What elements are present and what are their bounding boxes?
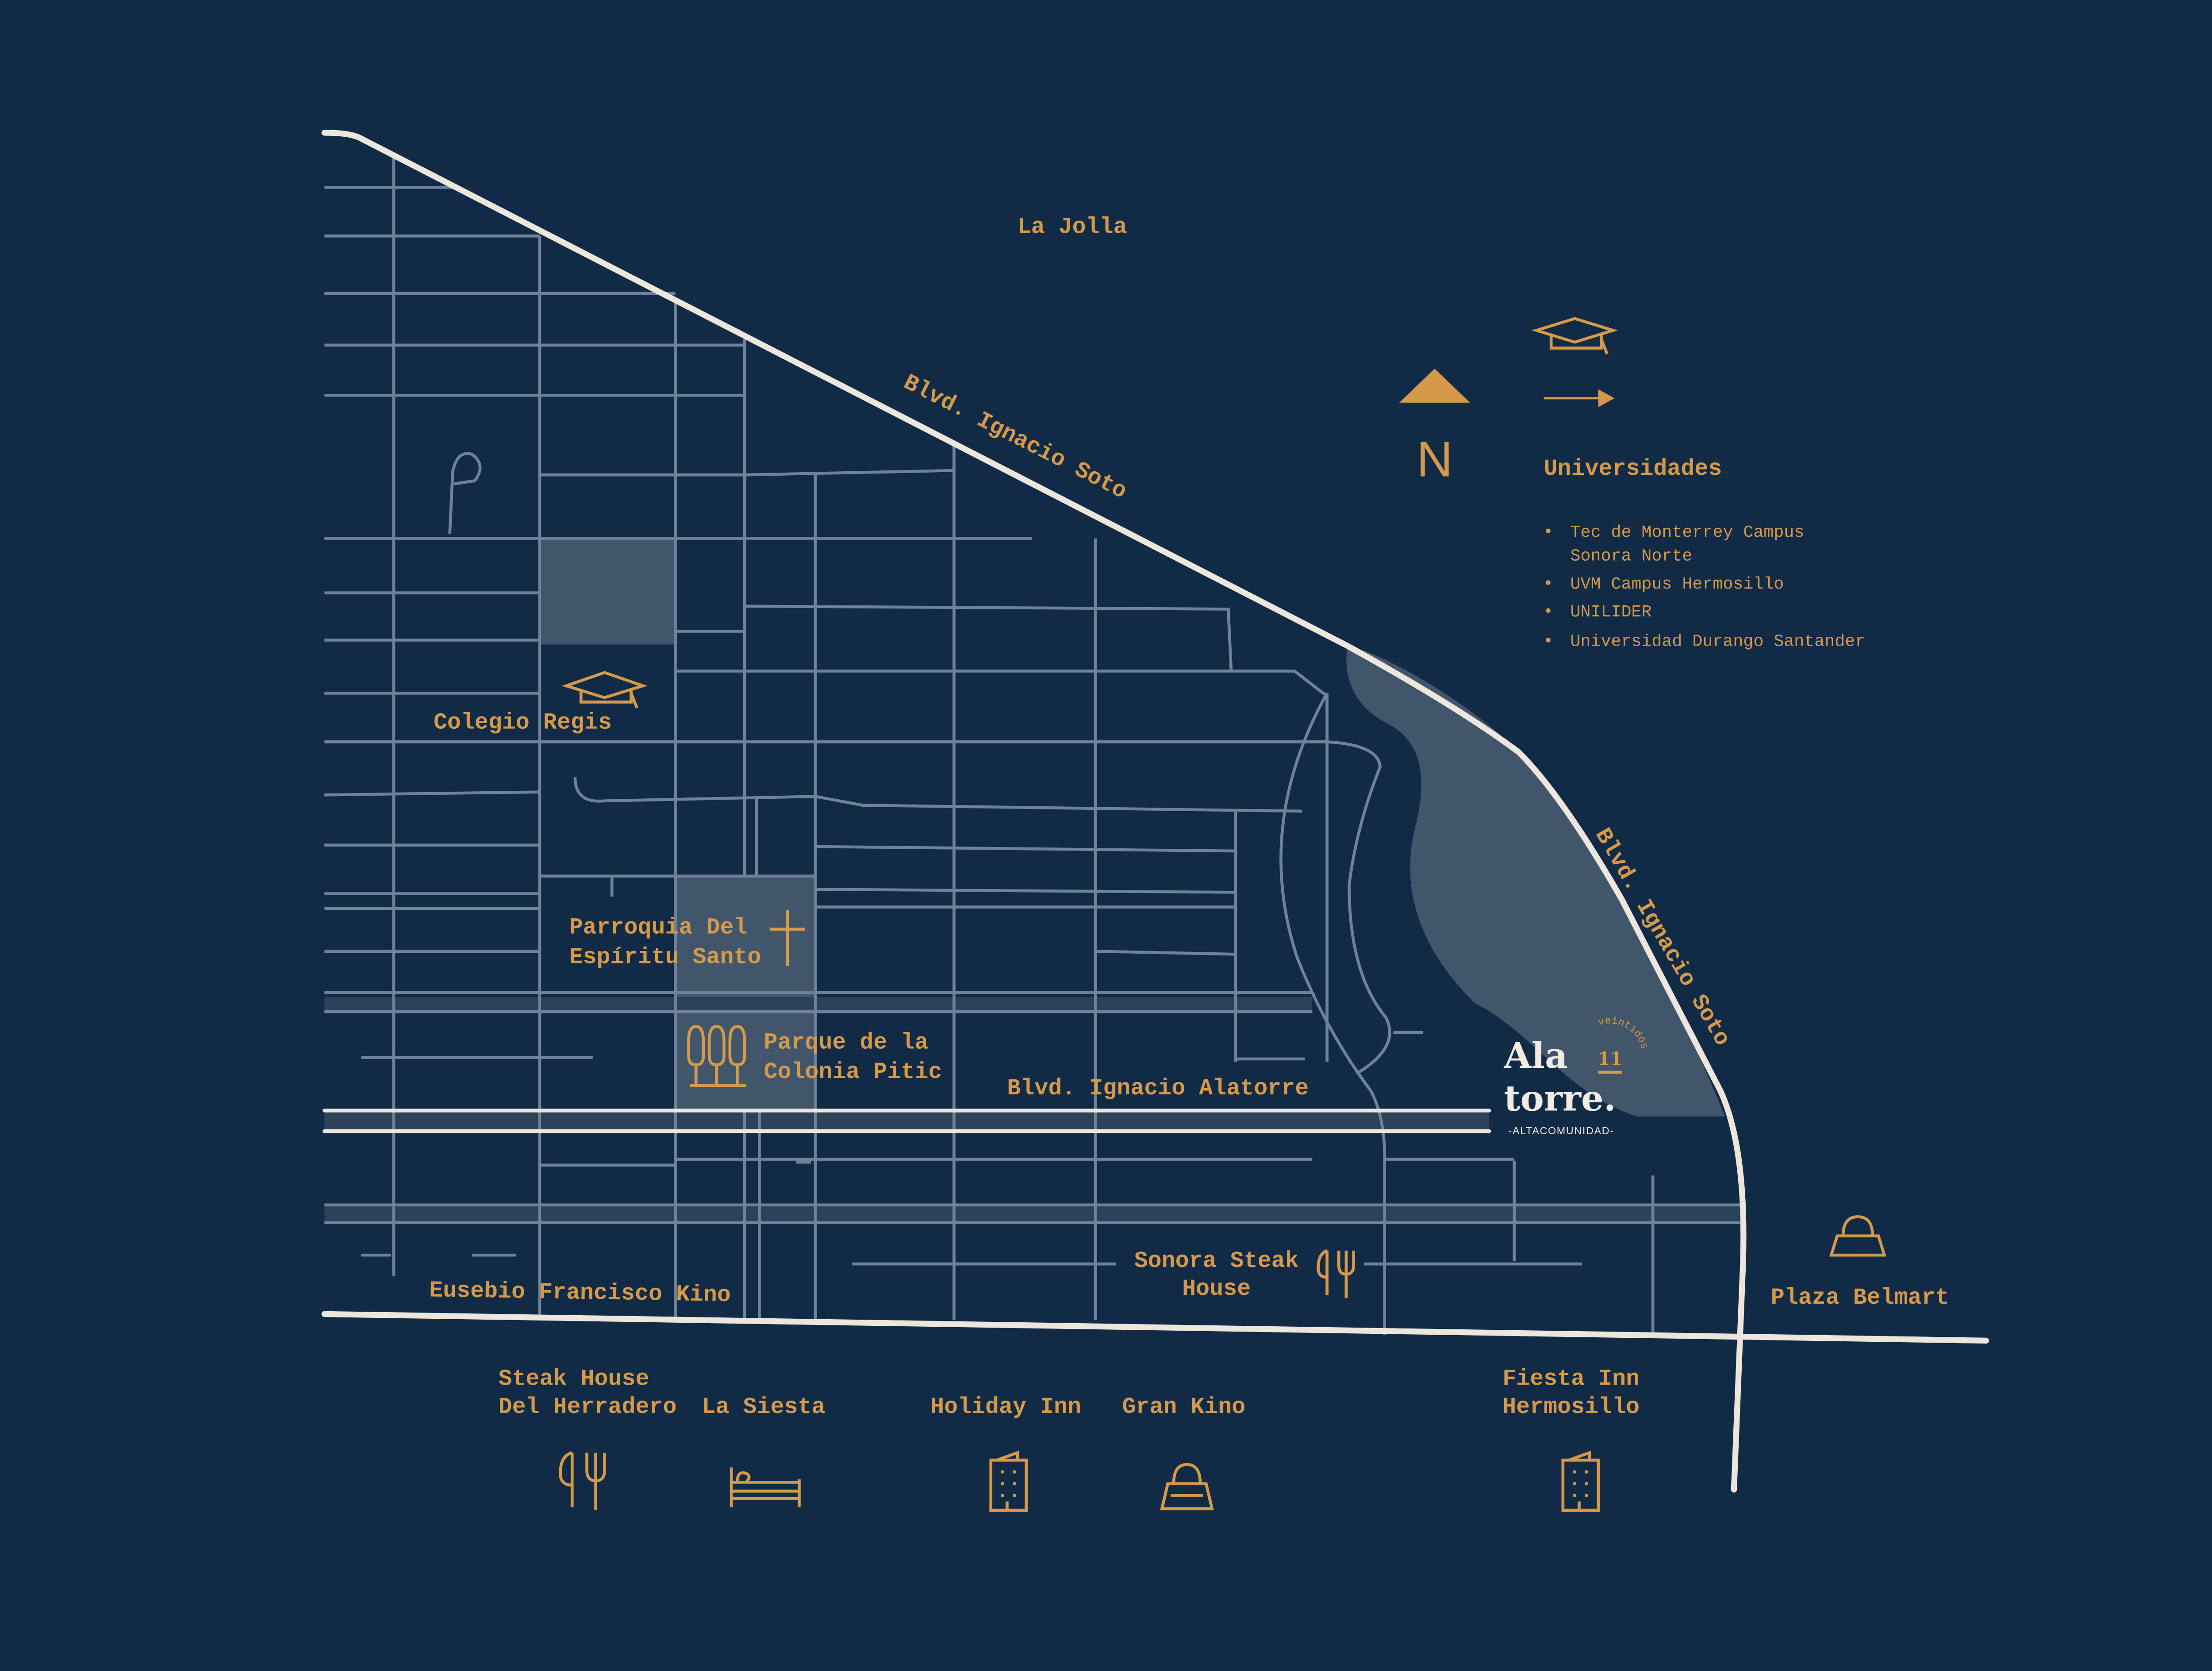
place-fiesta-inn-2: Hermosillo: [1502, 1394, 1640, 1420]
compass-north-arrow-icon: [1399, 369, 1470, 403]
label-parroquia-2: Espíritu Santo: [569, 944, 761, 970]
place-steak-house-2: Del Herradero: [499, 1394, 677, 1420]
legend-item-cont: Sonora Norte: [1571, 546, 1693, 566]
label-kino: Eusebio Francisco Kino: [429, 1277, 731, 1308]
label-plaza-belmart: Plaza Belmart: [1771, 1285, 1949, 1311]
logo-line2: torre.: [1504, 1078, 1616, 1119]
shopping-bag-icon: [1829, 1215, 1886, 1257]
label-sonora-steak-1: Sonora Steak: [1134, 1248, 1299, 1274]
legend-title: Universidades: [1544, 456, 1722, 482]
hotel-icon: [1561, 1451, 1600, 1512]
place-gran-kino: Gran Kino: [1122, 1394, 1245, 1420]
label-sonora-steak-2: House: [1182, 1276, 1251, 1302]
legend-item: Tec de Monterrey Campus: [1571, 523, 1805, 542]
cross-icon: [769, 910, 805, 966]
label-parque-2: Colonia Pitic: [764, 1059, 942, 1085]
legend-graduation-cap-icon: [1531, 317, 1618, 355]
place-fiesta-inn-1: Fiesta Inn: [1502, 1366, 1640, 1392]
label-la-jolla: La Jolla: [1018, 214, 1127, 240]
colegio-regis-area: [539, 538, 676, 645]
legend-item: UVM Campus Hermosillo: [1571, 574, 1784, 594]
label-parque-1: Parque de la: [764, 1030, 928, 1056]
legend-item: Universidad Durango Santander: [1571, 632, 1866, 651]
hotel-icon: [989, 1451, 1028, 1512]
label-blvd-ignacio-alatorre: Blvd. Ignacio Alatorre: [1007, 1075, 1309, 1101]
restaurant-icon: [559, 1451, 606, 1510]
label-parroquia-1: Parroquia Del: [569, 915, 748, 941]
logo-number: 11: [1598, 1048, 1623, 1069]
logo-tagline: -ALTACOMUNIDAD-: [1509, 1125, 1614, 1136]
shopping-bag-icon: [1160, 1463, 1214, 1510]
alatorre-logo: Ala torre. -ALTACOMUNIDAD- veintidós 11: [1504, 1016, 1650, 1136]
place-steak-house-1: Steak House: [499, 1366, 649, 1392]
compass-letter: N: [1417, 431, 1453, 487]
legend-list: Tec de Monterrey Campus Sonora Norte UVM…: [1546, 523, 1865, 651]
river-park-area: [1346, 646, 1725, 1117]
legend-arrow-icon: [1544, 389, 1615, 407]
label-colegio-regis: Colegio Regis: [434, 709, 612, 735]
legend-item: UNILIDER: [1571, 602, 1652, 622]
logo-line1: Ala: [1504, 1035, 1568, 1076]
trees-icon: [687, 1025, 746, 1087]
place-holiday-inn: Holiday Inn: [930, 1394, 1081, 1420]
restaurant-icon: [1317, 1249, 1355, 1298]
street-grid: [324, 154, 1740, 1335]
main-roads: [321, 130, 1989, 1493]
graduation-cap-icon: [561, 671, 648, 708]
bed-icon: [730, 1467, 801, 1508]
place-la-siesta: La Siesta: [702, 1394, 826, 1420]
